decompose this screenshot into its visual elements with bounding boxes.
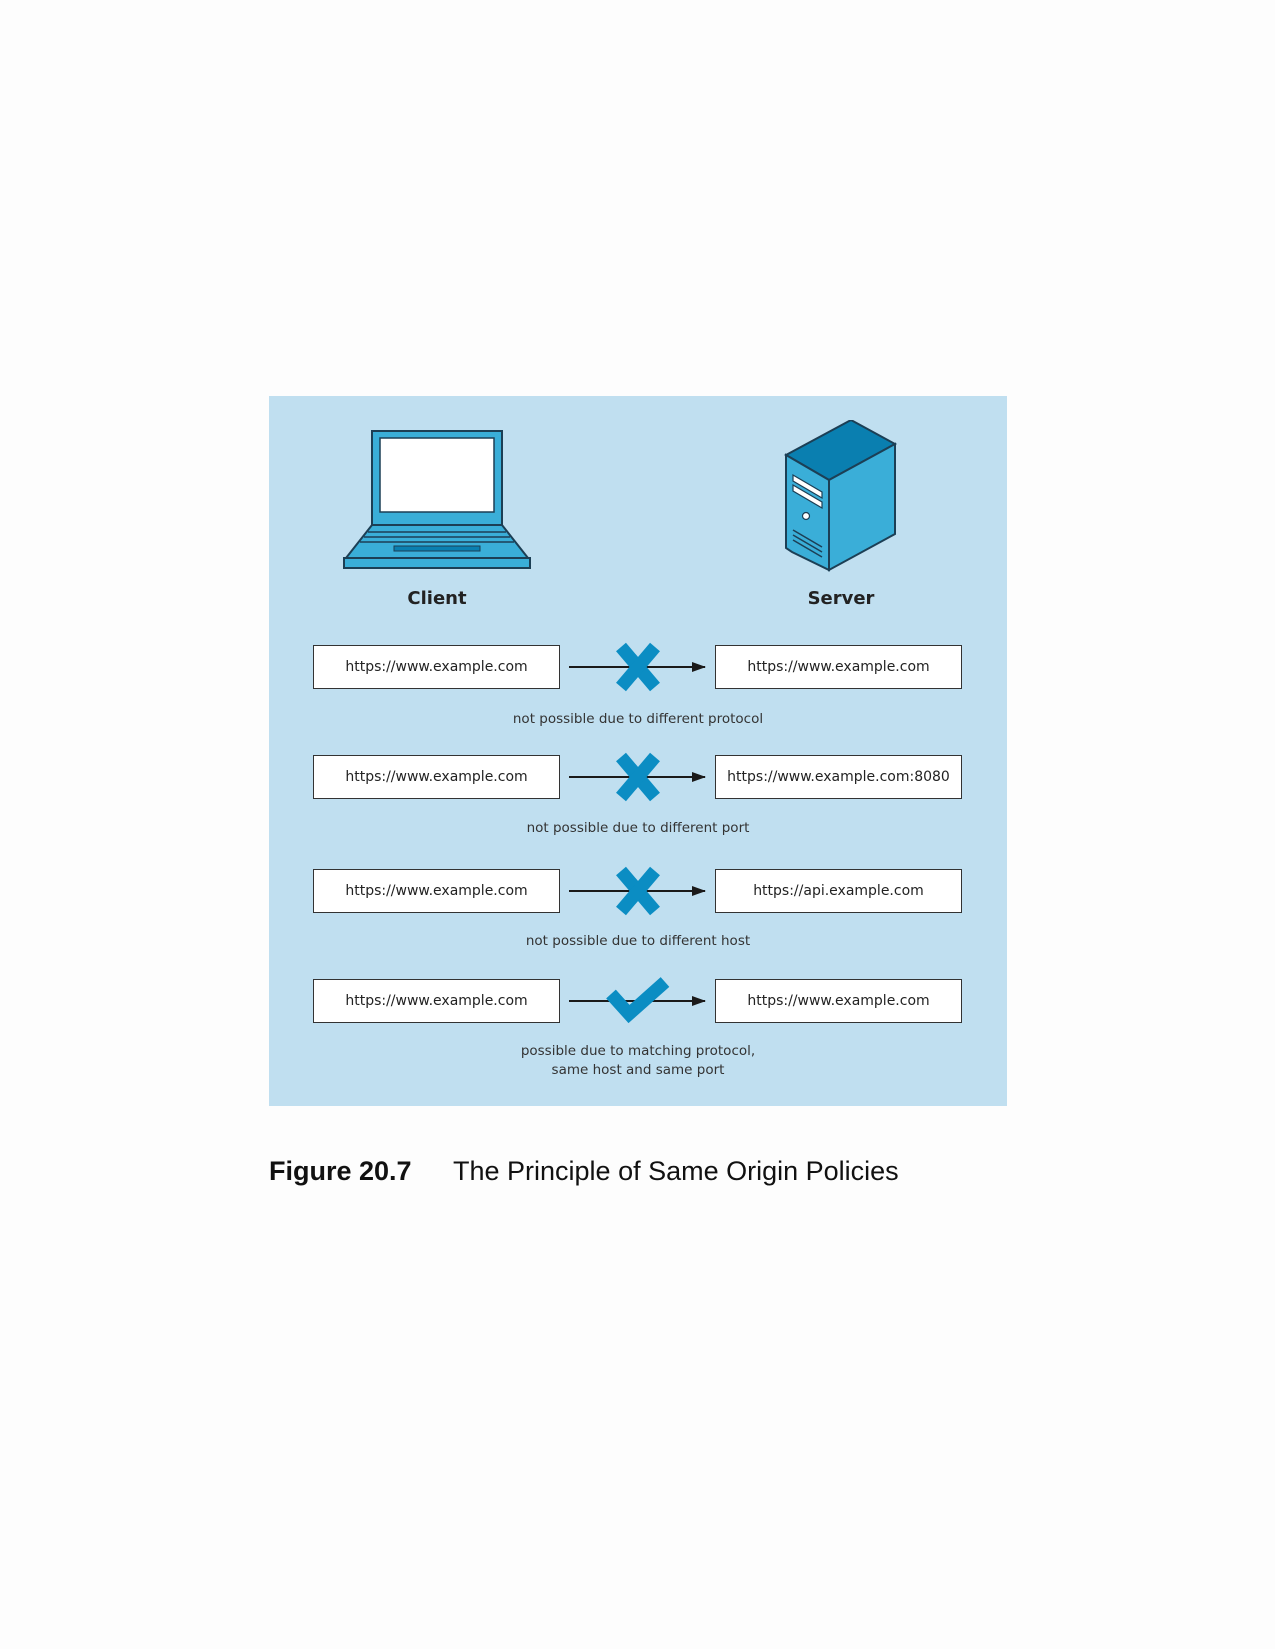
cross-icon (616, 866, 660, 916)
server-origin-box: https://www.example.com (715, 979, 962, 1023)
checkmark-icon (606, 977, 670, 1024)
figure-number: Figure 20.7 (269, 1156, 412, 1186)
server-tower-icon (784, 420, 898, 572)
server-origin-box: https://www.example.com (715, 645, 962, 689)
caption-line: possible due to matching protocol, (520, 1043, 756, 1059)
caption-line: not possible due to different port (526, 820, 750, 836)
cross-icon (616, 642, 660, 692)
connection-row-2 (569, 752, 706, 802)
client-label: Client (407, 588, 467, 609)
connection-row-4 (569, 977, 706, 1024)
row-caption: possible due to matching protocol, same … (269, 1042, 1007, 1080)
server-origin-box: https://www.example.com:8080 (715, 755, 962, 799)
client-origin-box: https://www.example.com (313, 979, 560, 1023)
server-origin-box: https://api.example.com (715, 869, 962, 913)
connection-row-3 (569, 866, 706, 916)
cross-icon (616, 752, 660, 802)
client-origin-box: https://www.example.com (313, 645, 560, 689)
server-label: Server (807, 588, 875, 609)
caption-line: same host and same port (551, 1062, 725, 1078)
row-caption: not possible due to different host (269, 932, 1007, 951)
caption-line: not possible due to different host (525, 933, 751, 949)
figure-title: The Principle of Same Origin Policies (453, 1156, 899, 1186)
laptop-icon (343, 430, 531, 569)
client-origin-box: https://www.example.com (313, 869, 560, 913)
connection-row-1 (569, 642, 706, 692)
caption-line: not possible due to different protocol (512, 711, 764, 727)
row-caption: not possible due to different port (269, 819, 1007, 838)
figure-panel: Client Server (269, 396, 1007, 1106)
row-caption: not possible due to different protocol (269, 710, 1007, 729)
figure-caption: Figure 20.7 The Principle of Same Origin … (269, 1156, 899, 1187)
client-origin-box: https://www.example.com (313, 755, 560, 799)
